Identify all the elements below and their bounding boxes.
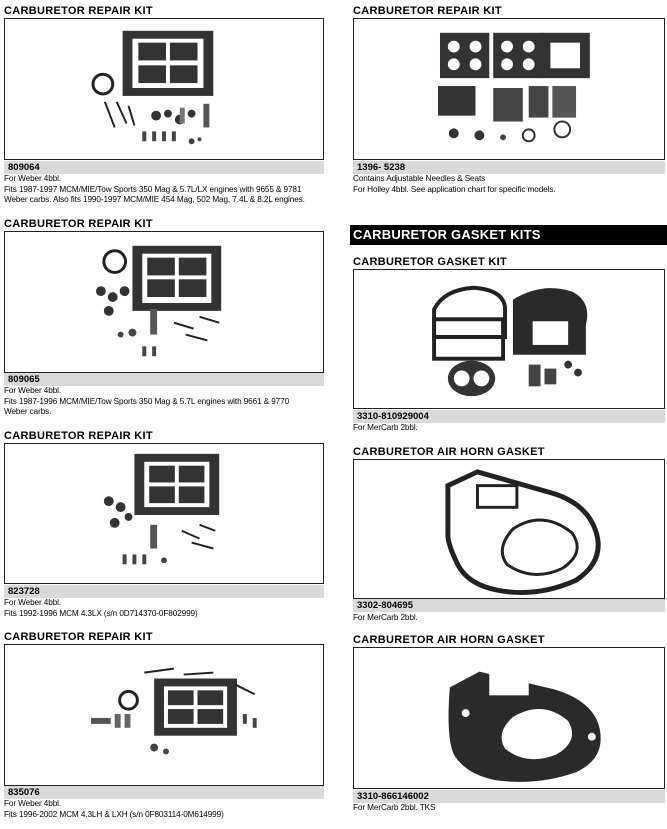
kit-image-809064 bbox=[4, 18, 324, 160]
kit-image-823728 bbox=[4, 443, 324, 584]
desc-line: For Weber 4bbl. bbox=[4, 174, 62, 183]
desc-line: Fits 1992-1996 MCM 4.3LX (s/n 0D714370-0… bbox=[4, 608, 198, 618]
kit-card-823728: CARBURETOR REPAIR KIT bbox=[4, 430, 326, 443]
card-title: CARBURETOR AIR HORN GASKET bbox=[353, 634, 545, 646]
gasket-kit-illustration bbox=[91, 667, 257, 755]
kit-image-3310-810929004 bbox=[353, 269, 665, 409]
gasket-kit-illustration bbox=[95, 245, 222, 357]
kit-card-809064: CARBURETOR REPAIR KIT bbox=[4, 5, 326, 18]
gasket-outline-illustration bbox=[448, 671, 601, 782]
description-3310-866146002: For MerCarb 2bbl. TKS bbox=[353, 803, 665, 814]
part-number-3310-810929004: 3310-810929004 bbox=[353, 410, 665, 423]
desc-line: Weber carbs. bbox=[4, 407, 52, 416]
gasket-outline-illustration bbox=[445, 469, 601, 596]
card-title: CARBURETOR REPAIR KIT bbox=[4, 218, 153, 230]
kit-card-3310-810929004: CARBURETOR GASKET KIT bbox=[353, 256, 665, 269]
part-number-3302-804695: 3302-804695 bbox=[353, 599, 665, 612]
desc-line: For MerCarb 2bbl. bbox=[353, 613, 418, 622]
card-title: CARBURETOR REPAIR KIT bbox=[4, 631, 153, 643]
section-header-gasket-kits: CARBURETOR GASKET KITS bbox=[350, 225, 667, 245]
description-1396-5238: Contains Adjustable Needles & Seats For … bbox=[353, 174, 665, 195]
description-3302-804695: For MerCarb 2bbl. bbox=[353, 613, 665, 624]
desc-line: For Weber 4bbl. bbox=[4, 799, 62, 808]
description-809065: For Weber 4bbl. Fits 1987-1996 MCM/MIE/T… bbox=[4, 386, 326, 418]
description-835076: For Weber 4bbl. Fits 1996-2002 MCM 4.3LH… bbox=[4, 799, 326, 820]
card-title: CARBURETOR REPAIR KIT bbox=[353, 5, 502, 17]
kit-card-3310-866146002: CARBURETOR AIR HORN GASKET bbox=[353, 634, 665, 647]
card-title: CARBURETOR GASKET KIT bbox=[353, 256, 507, 268]
desc-line: For Weber 4bbl. bbox=[4, 598, 62, 607]
kit-image-3302-804695 bbox=[353, 459, 665, 599]
description-809064: For Weber 4bbl. Fits 1987-1997 MCM/MIE/T… bbox=[4, 174, 326, 206]
part-number-809064: 809064 bbox=[4, 161, 324, 174]
kit-card-1396-5238: CARBURETOR REPAIR KIT bbox=[353, 5, 665, 18]
gasket-kit-illustration bbox=[91, 30, 214, 145]
kit-image-835076 bbox=[4, 644, 324, 786]
part-number-809065: 809065 bbox=[4, 373, 324, 386]
desc-line: Contains Adjustable Needles & Seats bbox=[353, 174, 486, 183]
kit-card-3302-804695: CARBURETOR AIR HORN GASKET bbox=[353, 446, 665, 459]
part-number-823728: 823728 bbox=[4, 585, 324, 598]
part-number-3310-866146002: 3310-866146002 bbox=[353, 790, 665, 803]
gasket-kit-illustration bbox=[432, 285, 588, 397]
desc-line: Weber carbs. Also fits 1990-1997 MCM/MIE… bbox=[4, 195, 305, 204]
kit-card-809065: CARBURETOR REPAIR KIT bbox=[4, 218, 326, 231]
kit-card-835076: CARBURETOR REPAIR KIT bbox=[4, 631, 326, 644]
card-title: CARBURETOR REPAIR KIT bbox=[4, 5, 153, 17]
desc-line: For Weber 4bbl. bbox=[4, 386, 62, 395]
kit-image-3310-866146002 bbox=[353, 647, 665, 789]
desc-line: For Holley 4bbl. See application chart f… bbox=[353, 184, 556, 194]
description-823728: For Weber 4bbl. Fits 1992-1996 MCM 4.3LX… bbox=[4, 598, 326, 619]
part-number-1396-5238: 1396- 5238 bbox=[353, 161, 665, 174]
part-number-835076: 835076 bbox=[4, 786, 324, 799]
description-3310-810929004: For MerCarb 2bbl. bbox=[353, 423, 665, 434]
kit-image-1396-5238 bbox=[353, 18, 665, 160]
desc-line: For MerCarb 2bbl. TKS bbox=[353, 803, 436, 812]
gasket-kit-illustration bbox=[103, 453, 220, 565]
desc-line: Fits 1987-1996 MCM/MIE/Tow Sports 350 Ma… bbox=[4, 396, 290, 406]
desc-line: Fits 1996-2002 MCM 4.3LH & LXH (s/n 0F80… bbox=[4, 809, 224, 819]
card-title: CARBURETOR AIR HORN GASKET bbox=[353, 446, 545, 458]
gasket-kit-illustration bbox=[438, 32, 590, 143]
desc-line: For MerCarb 2bbl. bbox=[353, 423, 418, 432]
desc-line: Fits 1987-1997 MCM/MIE/Tow Sports 350 Ma… bbox=[4, 184, 302, 194]
card-title: CARBURETOR REPAIR KIT bbox=[4, 430, 153, 442]
kit-image-809065 bbox=[4, 231, 324, 373]
